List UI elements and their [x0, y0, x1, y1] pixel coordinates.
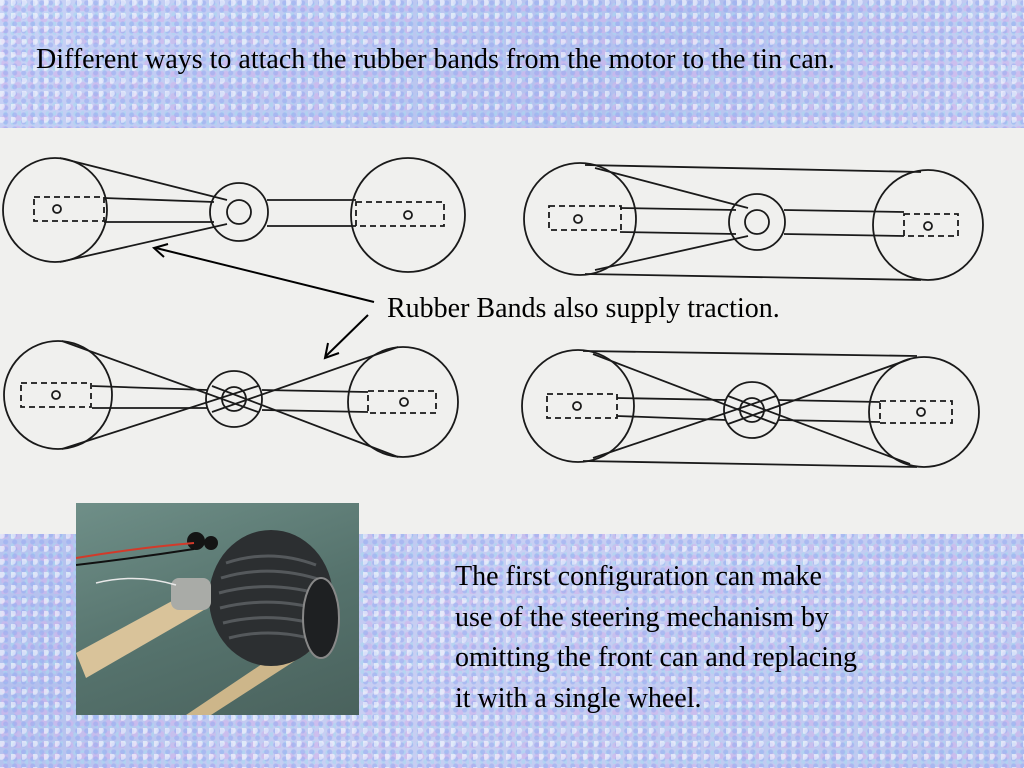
front-can	[347, 346, 459, 458]
rubber-band	[592, 353, 777, 425]
motor-can-photo	[76, 503, 359, 715]
rubber-band	[103, 197, 215, 203]
belt-diagram-panel	[0, 128, 1024, 534]
can-rim	[302, 577, 340, 659]
front-can	[350, 157, 466, 273]
rubber-band	[777, 419, 881, 423]
motor-pulley	[205, 370, 263, 428]
config-3	[3, 340, 459, 458]
front-axle	[403, 210, 413, 220]
motor-pulley	[209, 182, 269, 242]
wood-rail	[76, 588, 216, 678]
rubber-band	[592, 395, 777, 459]
belt-diagram	[2, 157, 984, 468]
tin-can	[209, 530, 333, 666]
rubber-band	[59, 223, 228, 263]
motor-pulley	[728, 193, 786, 251]
rubber-band	[584, 273, 922, 281]
rubber-band	[61, 385, 259, 450]
rubber-band	[211, 385, 399, 458]
switch-knob	[204, 536, 218, 550]
traction-callout: Rubber Bands also supply traction.	[387, 293, 780, 324]
rear-can	[523, 162, 637, 276]
rubber-band	[261, 409, 369, 413]
photo-illustration	[76, 530, 340, 715]
black-wire	[76, 548, 195, 566]
rear-axle	[51, 390, 61, 400]
arrow-line	[155, 247, 375, 303]
arrow-head	[323, 342, 340, 360]
rubber-band	[211, 346, 399, 413]
front-axle-housing	[355, 201, 445, 227]
rear-can	[2, 157, 108, 263]
note-line: The first configuration can make	[455, 561, 822, 592]
rubber-band	[619, 231, 737, 235]
rear-axle-housing	[20, 382, 92, 408]
callout-arrows	[151, 243, 375, 360]
rubber-band	[59, 157, 228, 201]
front-axle-housing	[879, 400, 953, 424]
rubber-band	[261, 389, 369, 393]
rubber-band	[616, 415, 727, 421]
front-axle	[916, 407, 926, 417]
rubber-band	[594, 235, 749, 271]
front-axle-housing	[367, 390, 437, 414]
rear-can	[3, 340, 113, 450]
rubber-band	[783, 209, 905, 213]
arrow-line	[325, 314, 369, 357]
rubber-band	[783, 233, 905, 237]
rubber-band	[619, 207, 737, 211]
rubber-band	[91, 385, 208, 391]
switch-knob	[187, 532, 205, 550]
rubber-band	[582, 350, 918, 357]
config-1	[2, 157, 466, 273]
red-wire	[76, 542, 195, 559]
rear-axle-housing	[546, 393, 618, 419]
arrow-head	[151, 243, 169, 258]
note-line: it with a single wheel.	[455, 682, 702, 714]
rubber-band	[616, 397, 727, 401]
motor-shaft	[226, 199, 252, 225]
note-line: omitting the front can and replacing	[455, 642, 857, 673]
front-axle-housing	[903, 213, 959, 237]
config-2	[523, 162, 984, 281]
rear-can	[521, 349, 635, 463]
slide-title: Different ways to attach the rubber band…	[36, 44, 835, 75]
rubber-band	[777, 399, 881, 403]
configuration-note: The first configuration can make use of …	[455, 557, 975, 719]
motor-pulley	[723, 381, 781, 439]
rubber-band	[727, 358, 911, 425]
config-4	[521, 349, 980, 468]
front-axle	[399, 397, 409, 407]
note-line: use of the steering mechanism by	[455, 601, 830, 633]
rubber-band	[584, 164, 922, 173]
rubber-band	[582, 460, 918, 468]
rubber-band	[61, 340, 259, 413]
front-can	[872, 169, 984, 281]
rubber-band	[727, 395, 911, 465]
rear-axle-housing	[548, 205, 622, 231]
rear-axle	[572, 401, 582, 411]
front-can	[868, 356, 980, 468]
motor-shaft	[744, 209, 770, 235]
rear-axle	[573, 214, 583, 224]
rubber-band	[594, 167, 749, 209]
motor-body	[171, 578, 211, 610]
white-wire	[95, 577, 177, 586]
rear-axle-housing	[33, 196, 105, 222]
rear-axle	[52, 204, 62, 214]
front-axle	[923, 221, 933, 231]
